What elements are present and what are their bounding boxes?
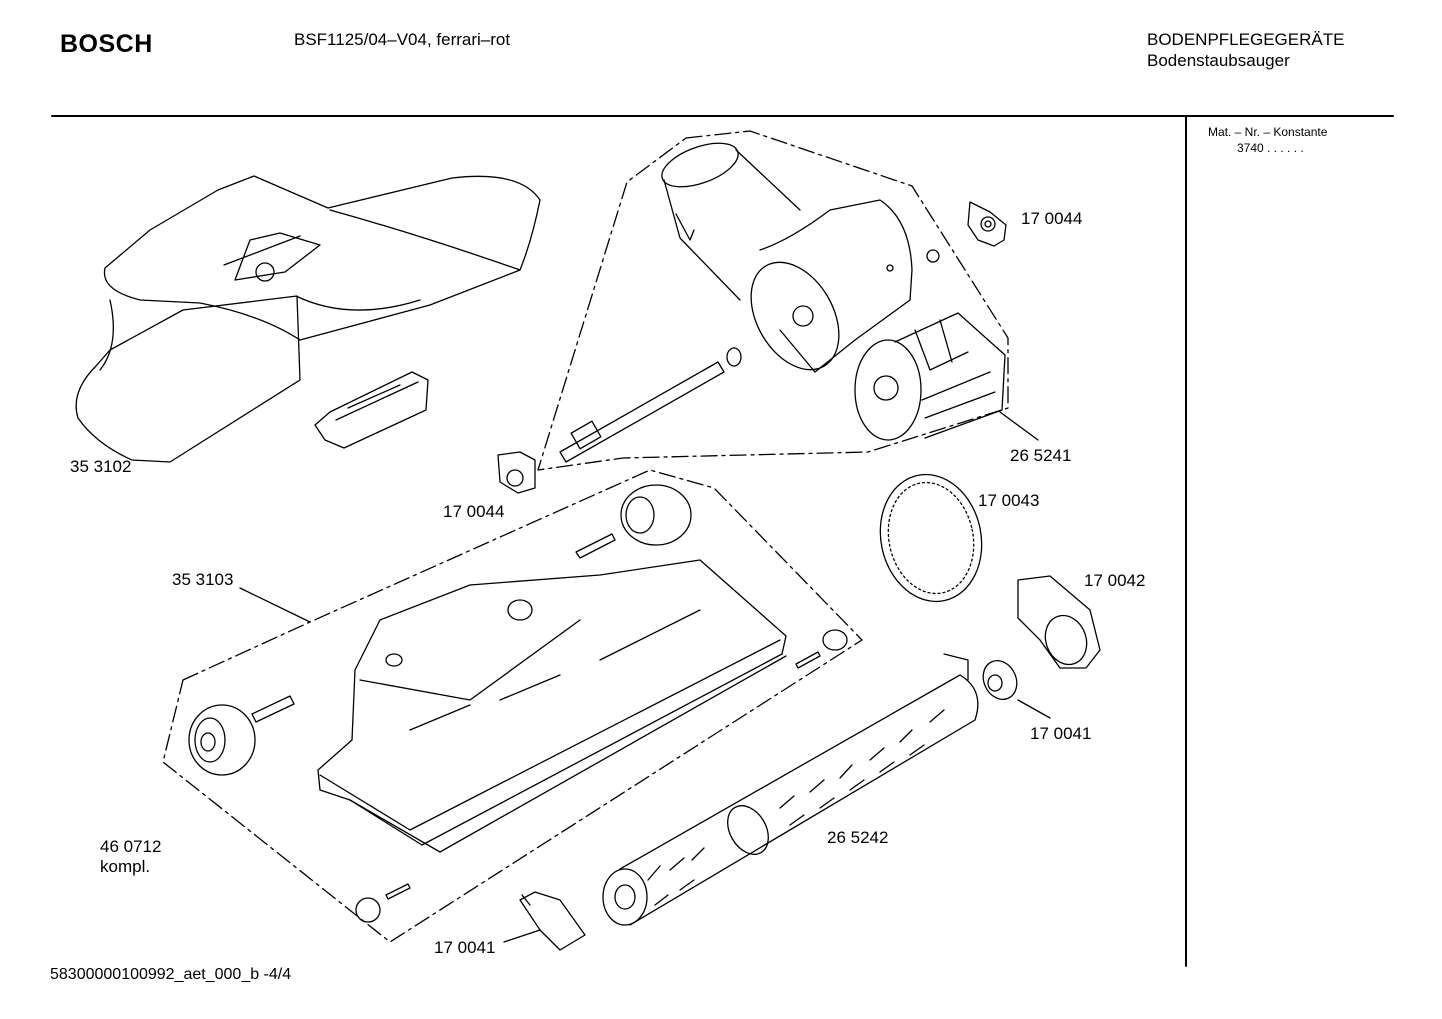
model-number: BSF1125/04–V04, ferrari–rot <box>294 30 511 49</box>
part-label: 17 0043 <box>978 491 1040 510</box>
bearing-block-part-lower <box>519 891 586 951</box>
shaft-part <box>559 347 742 463</box>
bearing-block-part-right <box>943 653 1018 700</box>
rear-wheel-part <box>575 484 692 559</box>
leader-170041-lower <box>503 929 541 943</box>
subcategory-title: Bodenstaubsauger <box>1147 51 1290 70</box>
brand-logo: BOSCH <box>60 30 153 58</box>
part-label: 35 3102 <box>70 457 132 476</box>
part-label: 35 3103 <box>172 570 234 589</box>
small-roller-part-right <box>795 629 848 669</box>
category-title: BODENPFLEGEGERÄTE <box>1147 30 1345 49</box>
bearing-part-lower <box>497 451 536 494</box>
brush-roller-part <box>602 674 979 926</box>
material-number-value: 3740 . . . . . . <box>1237 141 1304 155</box>
part-label: 17 0044 <box>443 502 505 521</box>
leader-265241 <box>999 411 1039 441</box>
belt-part <box>879 473 983 603</box>
small-roller-part-left <box>355 883 411 923</box>
part-label: 17 0041 <box>1030 724 1092 743</box>
turbine-part <box>854 312 1006 441</box>
top-cover-part <box>75 175 541 463</box>
part-label: 17 0042 <box>1084 571 1146 590</box>
bearing-part-upper <box>967 201 1007 247</box>
part-label: 46 0712 <box>100 837 162 856</box>
belt-cover-part <box>1017 575 1101 669</box>
document-id: 58300000100992_aet_000_b -4/4 <box>50 966 292 983</box>
leader-170041-right <box>1017 699 1051 719</box>
part-label: 17 0041 <box>434 938 496 957</box>
leader-353103 <box>239 587 311 623</box>
part-label: 26 5241 <box>1010 446 1072 465</box>
part-label: 26 5242 <box>827 828 889 847</box>
part-label: 17 0044 <box>1021 209 1083 228</box>
front-wheel-part <box>188 695 295 776</box>
motor-group-outline <box>537 130 1009 471</box>
part-label-note: kompl. <box>100 857 151 876</box>
material-number-label: Mat. – Nr. – Konstante <box>1208 125 1328 139</box>
latch-slider-part <box>314 371 429 449</box>
base-plate-part <box>317 559 787 853</box>
motor-housing-part <box>661 142 940 373</box>
